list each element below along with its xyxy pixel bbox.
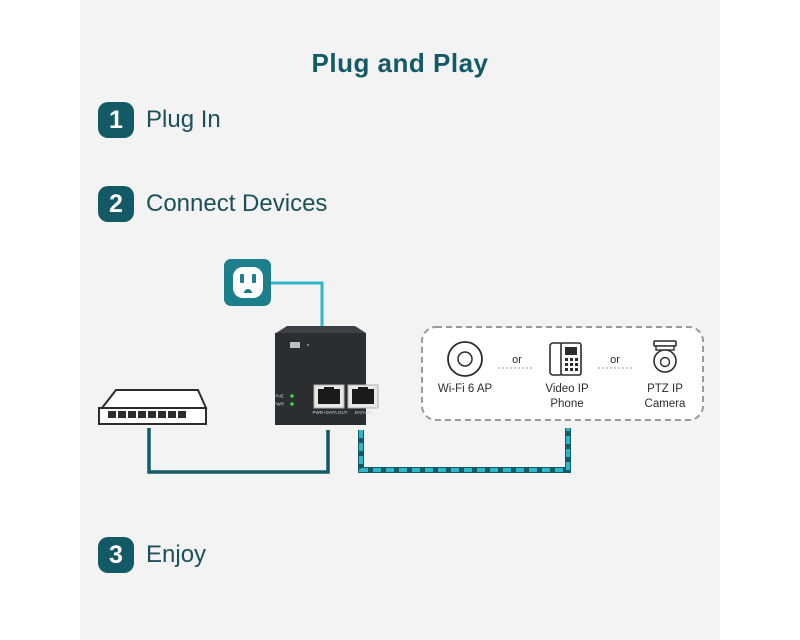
or-label-1: or xyxy=(512,354,522,366)
or-label-2: or xyxy=(610,354,620,366)
ptz-camera-label-line2: Camera xyxy=(645,398,687,410)
step-number: 3 xyxy=(98,537,134,573)
video-phone-label-line2: Phone xyxy=(550,398,583,410)
step-label: Enjoy xyxy=(146,541,207,568)
wifi-ap-label: Wi-Fi 6 AP xyxy=(438,383,493,395)
poe-led-label: PoE xyxy=(275,394,284,399)
step-label: Connect Devices xyxy=(146,190,328,217)
pwr-led-label: PWR xyxy=(274,402,285,407)
network-switch-icon xyxy=(98,389,208,425)
video-phone-icon xyxy=(549,342,582,376)
ptz-camera-label-line1: PTZ IP xyxy=(647,383,683,395)
step-number: 1 xyxy=(98,102,134,138)
poe-cable-dashes xyxy=(359,428,570,472)
step-plug-in: 1 Plug In xyxy=(98,102,221,138)
video-phone-label-line1: Video IP xyxy=(545,383,589,395)
power-cable xyxy=(270,281,324,326)
step-label: Plug In xyxy=(146,106,221,133)
step-number: 2 xyxy=(98,186,134,222)
ptz-camera-icon xyxy=(653,340,677,373)
wifi-ap-icon xyxy=(447,341,483,377)
port-in-label: DATA IN xyxy=(355,410,372,415)
connection-diagram: PoE PWR PWR+DATA OUT DATA IN Wi-Fi 6 AP … xyxy=(98,259,704,474)
step-enjoy: 3 Enjoy xyxy=(98,537,206,573)
switch-cable xyxy=(147,428,330,474)
poe-cable-base xyxy=(358,428,571,473)
step-connect-devices: 2 Connect Devices xyxy=(98,186,327,222)
poe-injector: PoE PWR PWR+DATA OUT DATA IN xyxy=(274,326,379,425)
port-out-label: PWR+DATA OUT xyxy=(313,410,348,415)
page-title: Plug and Play xyxy=(311,48,489,78)
logo-icon xyxy=(290,342,300,348)
wall-outlet-icon xyxy=(224,259,271,306)
pwr-led-icon xyxy=(290,402,294,406)
poe-led-icon xyxy=(290,394,294,398)
diagram-panel: Plug and Play 1 Plug In 2 Connect Device… xyxy=(80,0,720,640)
